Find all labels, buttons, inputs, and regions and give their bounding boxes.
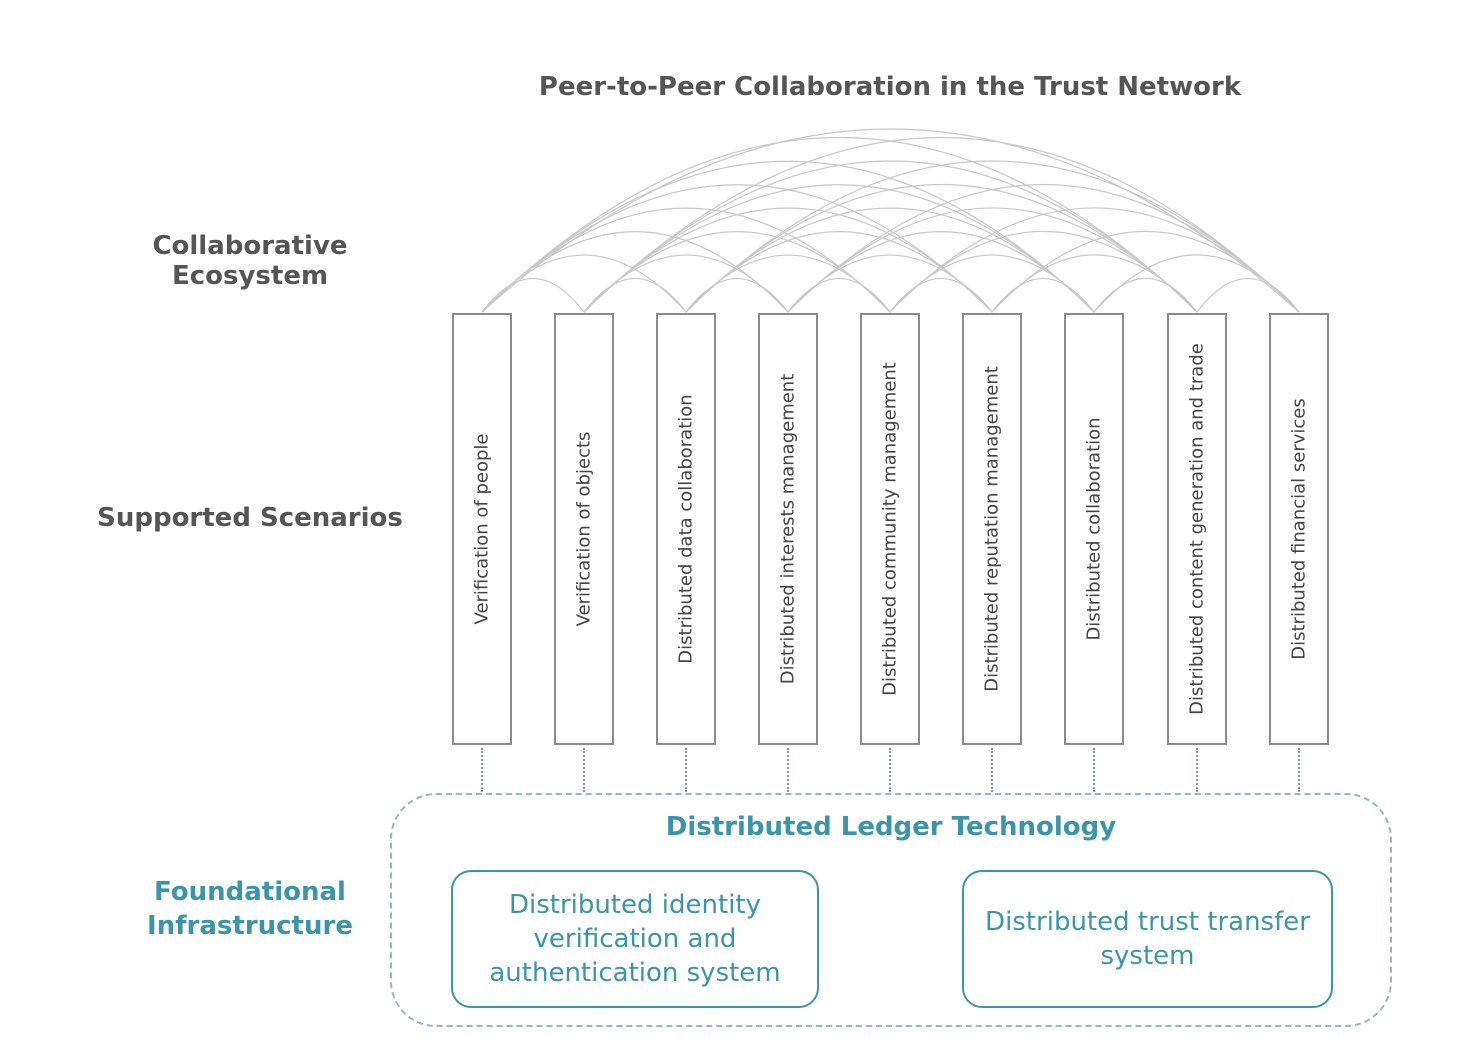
scenario-box: Distributed financial services <box>1269 313 1329 745</box>
identity-system-box: Distributed identity verification and au… <box>451 870 819 1008</box>
peer-link-arc <box>583 160 1198 313</box>
scenario-label: Verification of objects <box>573 431 595 627</box>
scenario-label: Distributed reputation management <box>981 366 1003 692</box>
row-label-infrastructure-line2: Infrastructure <box>147 911 353 941</box>
scenario-label: Distributed financial services <box>1288 398 1310 660</box>
scenario-label: Distributed content generation and trade <box>1186 343 1208 715</box>
peer-link-arc <box>1093 277 1198 313</box>
scenario-box: Distributed community management <box>860 313 920 745</box>
peer-link-arc <box>1196 278 1300 313</box>
trust-transfer-system-label: Distributed trust transfer system <box>985 907 1310 971</box>
scenario-label: Distributed data collaboration <box>675 394 697 664</box>
dotted-connector <box>1298 748 1300 792</box>
dotted-connector <box>787 748 789 792</box>
dotted-connector <box>991 748 993 792</box>
peer-link-arc <box>481 137 1198 313</box>
scenario-box: Distributed data collaboration <box>656 313 716 745</box>
scenario-box: Distributed interests management <box>758 313 818 745</box>
scenario-box: Distributed collaboration <box>1064 313 1124 745</box>
dotted-connector <box>1196 748 1198 792</box>
trust-transfer-system-box: Distributed trust transfer system <box>962 870 1333 1008</box>
peer-link-arc <box>889 278 993 313</box>
dotted-connector <box>481 748 483 792</box>
identity-system-label: Distributed identity verification and au… <box>489 890 781 988</box>
dotted-connector <box>889 748 891 792</box>
scenario-label: Distributed collaboration <box>1083 417 1105 641</box>
scenario-box: Verification of people <box>452 313 512 745</box>
peer-link-arc <box>787 183 1300 313</box>
row-label-scenarios: Supported Scenarios <box>97 503 403 533</box>
row-label-ecosystem: Collaborative Ecosystem <box>152 231 348 291</box>
peer-link-arc <box>583 137 1300 313</box>
row-label-infrastructure-line1: Foundational <box>154 877 346 907</box>
peer-link-arc <box>481 128 1300 313</box>
peer-link-arc <box>481 184 993 313</box>
distributed-ledger-title: Distributed Ledger Technology <box>665 812 1117 842</box>
peer-link-arc <box>889 207 1300 313</box>
dotted-connector <box>1093 748 1095 792</box>
peer-link-arc <box>583 278 687 313</box>
peer-link-arc <box>685 183 1198 313</box>
scenario-label: Verification of people <box>471 433 493 625</box>
dotted-connector <box>583 748 585 792</box>
dotted-connector <box>685 748 687 792</box>
peer-link-arc <box>481 278 585 313</box>
diagram-title: Peer-to-Peer Collaboration in the Trust … <box>538 72 1242 102</box>
row-label-infrastructure: Foundational Infrastructure <box>100 875 400 943</box>
peer-link-arc <box>583 184 1095 313</box>
scenario-label: Distributed community management <box>879 362 901 696</box>
scenario-label: Distributed interests management <box>777 373 799 685</box>
peer-link-arc <box>991 278 1095 313</box>
peer-link-arc <box>685 278 789 313</box>
peer-link-arc <box>685 160 1300 313</box>
scenario-box: Distributed reputation management <box>962 313 1022 745</box>
scenario-box: Verification of objects <box>554 313 614 745</box>
distributed-ledger-container <box>390 793 1392 1027</box>
peer-link-arc <box>787 278 891 313</box>
peer-link-arc <box>481 160 1095 313</box>
scenario-box: Distributed content generation and trade <box>1167 313 1227 745</box>
